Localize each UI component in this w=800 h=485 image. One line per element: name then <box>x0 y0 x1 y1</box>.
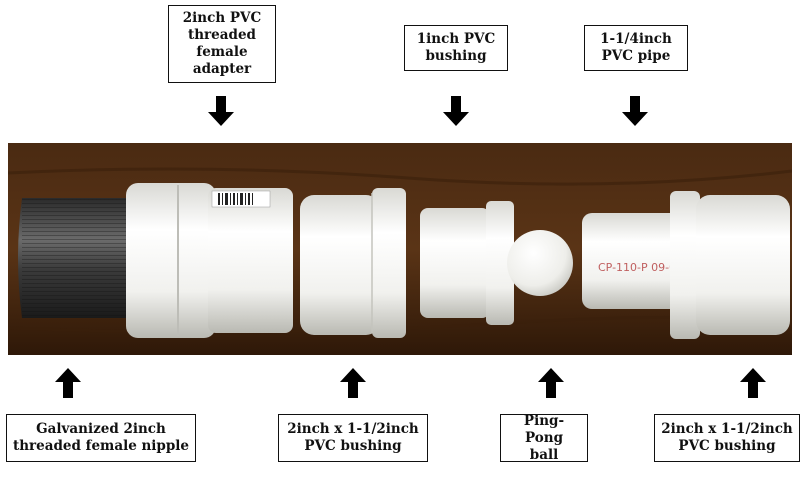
label-female-adapter: 2inch PVC threaded female adapter <box>168 5 276 83</box>
pvc-assembly-photo: CP-110-P 09-0 <box>8 143 792 355</box>
arrow-down-icon <box>622 96 648 126</box>
arrow-up-icon <box>55 368 81 398</box>
arrow-up-icon <box>538 368 564 398</box>
label-ping-pong-ball: Ping-Pong ball <box>500 413 588 463</box>
label-bushing-left: 2inch x 1-1/2inch PVC bushing <box>278 414 428 462</box>
pipe-print-text: CP-110-P 09-0 <box>598 261 676 274</box>
label-1inch-pvc-bushing: 1inch PVC bushing <box>404 25 508 71</box>
label-galvanized-nipple: Galvanized 2inch threaded female nipple <box>6 414 196 462</box>
label-pvc-pipe: 1-1/4inch PVC pipe <box>584 25 688 71</box>
arrow-up-icon <box>340 368 366 398</box>
arrow-up-icon <box>740 368 766 398</box>
arrow-down-icon <box>443 96 469 126</box>
arrow-down-icon <box>208 96 234 126</box>
label-bushing-right: 2inch x 1-1/2inch PVC bushing <box>654 414 800 462</box>
